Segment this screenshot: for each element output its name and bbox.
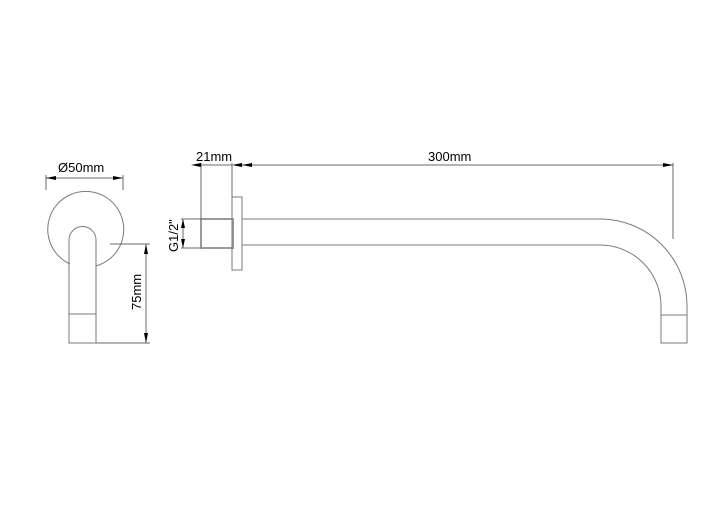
arrow-icon [46,176,56,180]
label-arm-length: 300mm [428,149,471,164]
arrow-icon [191,163,201,167]
flange-circle [47,190,125,267]
label-height: 75mm [129,274,144,310]
arm-body [242,218,688,344]
arrow-icon [232,163,242,167]
arrow-icon [663,163,673,167]
arrow-icon [242,163,252,167]
arm-stem [68,226,97,344]
label-thread-size: G1/2" [166,219,181,252]
wall-flange [231,196,243,271]
side-view: Ø50mm 75mm [45,160,150,344]
arrow-icon [113,176,123,180]
front-view: G1/2" 21mm 300mm [166,149,688,344]
label-thread-length: 21mm [196,149,232,164]
arrow-icon [181,239,185,248]
arrow-icon [144,333,148,343]
label-diameter: Ø50mm [58,160,104,175]
arrow-icon [144,244,148,254]
threaded-connector [200,218,234,249]
arrow-icon [181,219,185,228]
